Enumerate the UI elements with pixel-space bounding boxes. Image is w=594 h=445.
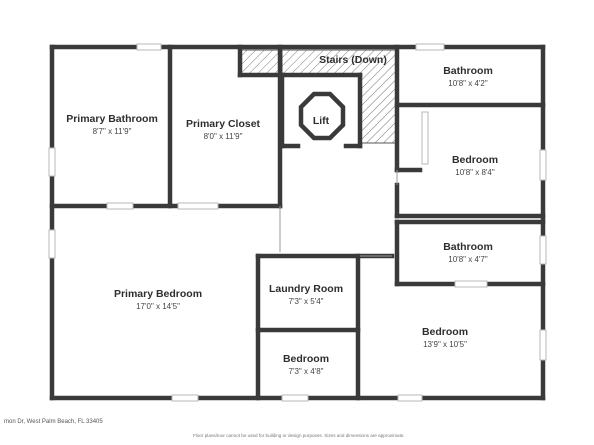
room-name-bedroom-small: Bedroom <box>283 353 329 365</box>
room-name-primary-bathroom: Primary Bathroom <box>66 113 158 125</box>
walls <box>49 44 546 401</box>
room-name-bathroom-mid: Bathroom <box>443 241 493 253</box>
room-dims-laundry: 7'3" x 5'4" <box>289 297 324 306</box>
windows <box>48 43 547 402</box>
room-name-laundry: Laundry Room <box>269 283 343 295</box>
room-dims-primary-bedroom: 17'0" x 14'5" <box>136 302 180 311</box>
lift-shaft <box>298 91 346 141</box>
room-dims-bathroom-mid: 10'8" x 4'7" <box>448 255 488 264</box>
room-dims-bathroom-top: 10'8" x 4'2" <box>448 79 488 88</box>
room-name-bedroom-large: Bedroom <box>422 326 468 338</box>
room-labels: Primary Bathroom 8'7" x 11'9" Primary Cl… <box>66 54 498 376</box>
room-name-primary-closet: Primary Closet <box>186 118 261 130</box>
property-address: mon Dr, West Palm Beach, FL 33405 <box>4 419 103 425</box>
room-name-primary-bedroom: Primary Bedroom <box>114 288 202 300</box>
room-name-bedroom-right: Bedroom <box>452 154 498 166</box>
disclaimer-text: Floor plans/tour cannot be used for buil… <box>193 433 405 438</box>
door-openings <box>279 170 398 257</box>
room-dims-bedroom-small: 7'3" x 4'8" <box>289 367 324 376</box>
room-name-stairs: Stairs (Down) <box>319 54 387 66</box>
room-dims-primary-bathroom: 8'7" x 11'9" <box>93 127 132 136</box>
room-dims-primary-closet: 8'0" x 11'9" <box>204 132 243 141</box>
room-dims-bedroom-large: 13'9" x 10'5" <box>423 340 467 349</box>
room-dims-bedroom-right: 10'8" x 8'4" <box>455 168 495 177</box>
room-name-lift: Lift <box>313 115 330 127</box>
room-name-bathroom-top: Bathroom <box>443 65 493 77</box>
